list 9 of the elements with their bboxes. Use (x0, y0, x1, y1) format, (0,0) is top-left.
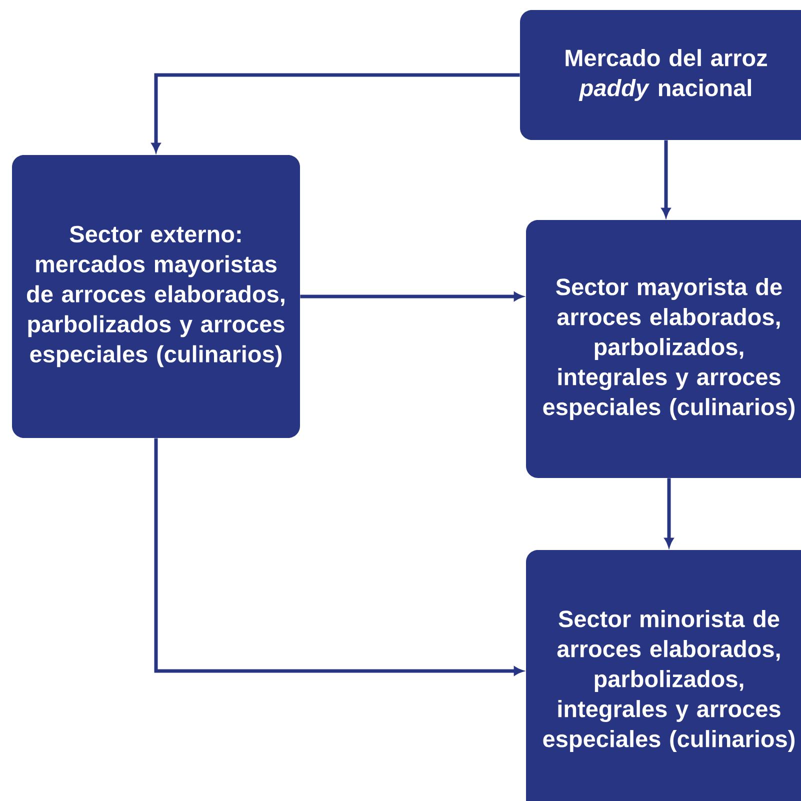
process-box: Sector externo: mercados mayoristas de arroces elaborados, parbolizados y arroces especiales (culinarios) (12, 155, 300, 438)
process-box: Mercado del arroz paddy nacional (520, 10, 801, 140)
process-box: Sector minorista de arroces elaborados, parbolizados, integrales y arroces especiales (culinarios) (526, 550, 801, 801)
process-box: Sector mayorista de arroces elaborados, parbolizados, integrales y arroces especiales (culinarios) (526, 220, 801, 478)
arrow (662, 140, 670, 217)
arrow (300, 292, 523, 301)
arrow (152, 73, 520, 152)
arrow (154, 438, 523, 676)
arrow (664, 478, 674, 547)
